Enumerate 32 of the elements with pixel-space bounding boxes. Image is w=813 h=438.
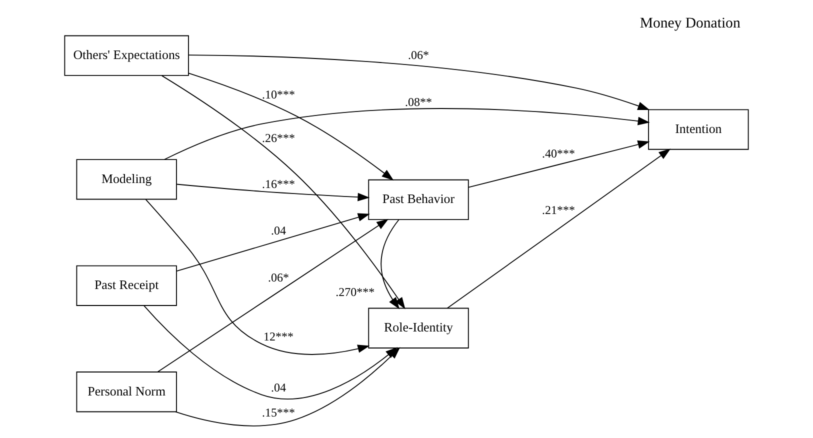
- arrow: [145, 198, 370, 355]
- arrow: [176, 184, 370, 202]
- edge-label: .04: [271, 223, 286, 238]
- arrow: [188, 72, 394, 180]
- edge-label: .06*: [408, 48, 430, 62]
- node-box: Personal Norm: [76, 372, 177, 412]
- arrow: [161, 75, 406, 310]
- edge-label: .21***: [542, 202, 575, 217]
- node-box: Intention: [648, 109, 749, 150]
- arrow: [176, 213, 370, 272]
- node-box: Role-Identity: [368, 308, 469, 348]
- arrow: [164, 108, 650, 160]
- arrow: [446, 148, 671, 309]
- edge-label: 12***: [264, 330, 294, 344]
- diagram-title: Money Donation: [640, 15, 740, 32]
- node-box: Past Receipt: [76, 265, 177, 306]
- edge-label: .40***: [542, 146, 575, 161]
- edge-label: .16***: [262, 177, 296, 192]
- edge-label: .15***: [262, 405, 296, 420]
- node-box: Others' Expectations: [64, 35, 189, 76]
- edge-label: .26***: [262, 130, 296, 145]
- edge-label: .04: [271, 380, 286, 394]
- node-box: Modeling: [76, 159, 177, 200]
- arrow: [188, 54, 650, 110]
- edge-label: .270***: [336, 285, 375, 300]
- arrow: [380, 219, 400, 310]
- arrow: [157, 218, 389, 372]
- node-box: Past Behavior: [368, 179, 469, 220]
- arrow: [468, 140, 650, 188]
- edge-label: .10***: [262, 87, 296, 102]
- edge-label: .08**: [405, 94, 432, 109]
- edge-label: .06*: [268, 270, 290, 284]
